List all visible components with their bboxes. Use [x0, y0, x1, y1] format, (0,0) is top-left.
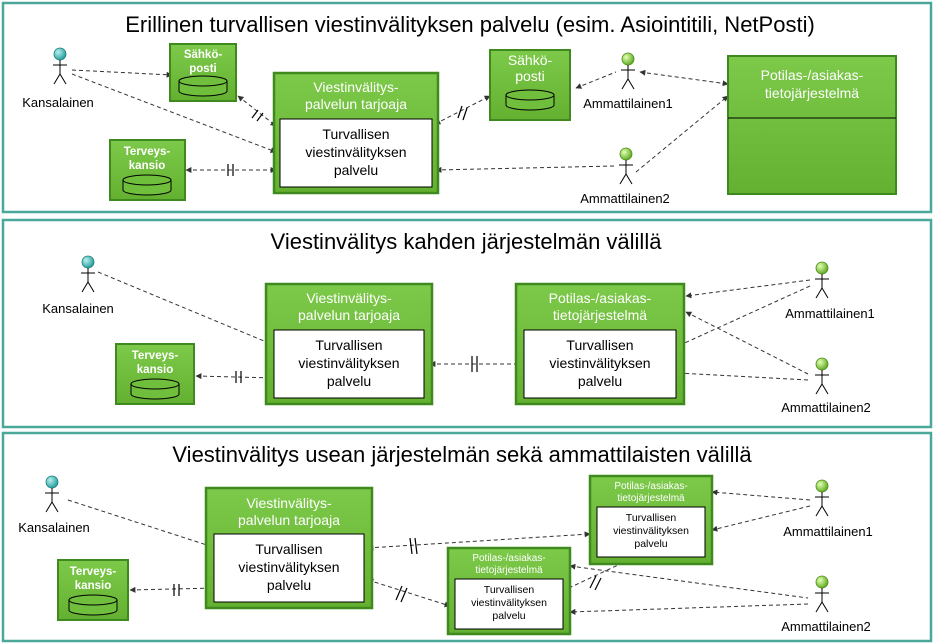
patient-system-a-inner-line2: viestinvälityksen	[613, 525, 689, 537]
patient-system-a-title-line1: Potilas-/asiakas-	[614, 481, 687, 492]
email-store-left-line1: Sähkö-	[184, 49, 223, 61]
health-folder-line1: Terveys-	[124, 146, 171, 158]
provider-inner-line2: viestinvälityksen	[238, 559, 339, 575]
patient-system-b: Potilas-/asiakas- tietojärjestelmä Turva…	[446, 546, 572, 636]
patient-system-title-line2: tietojärjestelmä	[765, 85, 859, 101]
provider-title-line2: palvelun tarjoaja	[238, 512, 340, 528]
provider-inner-line1: Turvallisen	[255, 541, 322, 557]
citizen-label: Kansalainen	[18, 520, 90, 535]
patient-system-b-title-line2: tietojärjestelmä	[475, 565, 543, 576]
panel-2: Viestinvälitys kahden järjestelmän välil…	[1, 218, 933, 429]
professional2-label: Ammattilainen2	[781, 619, 871, 634]
health-folder-line2: kansio	[129, 160, 165, 172]
citizen-actor: Kansalainen	[18, 475, 90, 535]
patient-system: Potilas-/asiakas- tietojärjestelmä	[727, 55, 897, 195]
email-store-left-line2: posti	[189, 63, 216, 75]
professional2-actor: Ammattilainen2	[580, 147, 670, 206]
health-folder-store: Terveys- kansio	[57, 559, 129, 621]
provider-inner-line2: viestinvälityksen	[305, 144, 406, 160]
health-folder-store: Terveys- kansio	[109, 139, 186, 201]
professional1-actor: Ammattilainen1	[583, 52, 673, 111]
health-folder-store: Terveys- kansio	[115, 343, 195, 405]
provider-inner-line3: palvelu	[267, 577, 311, 593]
professional2-actor: Ammattilainen2	[781, 357, 871, 415]
provider-inner-line3: palvelu	[334, 162, 378, 178]
panel-3: Viestinvälitys usean järjestelmän sekä a…	[1, 431, 933, 643]
provider-box: Viestinvälitys- palvelun tarjoaja Turval…	[264, 282, 434, 406]
email-store-right-line1: Sähkö-	[508, 52, 553, 68]
patient-system-b-inner-line3: palvelu	[492, 610, 525, 622]
provider-title-line1: Viestinvälitys-	[246, 495, 332, 511]
provider-box: Viestinvälitys- palvelun tarjoaja Turval…	[272, 71, 440, 195]
professional1-actor: Ammattilainen1	[785, 261, 875, 321]
database-icon	[178, 75, 228, 97]
patient-system-title-line1: Potilas-/asiakas-	[761, 67, 864, 83]
citizen-actor: Kansalainen	[22, 47, 94, 110]
professional1-label: Ammattilainen1	[783, 524, 873, 539]
patient-system-b-inner-line2: viestinvälityksen	[471, 597, 547, 609]
patient-system-inner-line3: palvelu	[578, 373, 622, 389]
patient-system-a-inner-line1: Turvallisen	[626, 512, 677, 524]
provider-box: Viestinvälitys- palvelun tarjoaja Turval…	[204, 486, 374, 610]
patient-system-title-line1: Potilas-/asiakas-	[549, 290, 652, 306]
professional2-label: Ammattilainen2	[781, 400, 871, 415]
email-store-right-line2: posti	[515, 68, 545, 84]
database-icon	[122, 174, 172, 196]
provider-inner-line1: Turvallisen	[322, 126, 389, 142]
panel-3-title: Viestinvälitys usean järjestelmän sekä a…	[172, 442, 752, 467]
health-folder-line2: kansio	[137, 364, 173, 376]
professional1-label: Ammattilainen1	[785, 306, 875, 321]
email-store-right: Sähkö- posti	[489, 49, 571, 121]
provider-inner-line1: Turvallisen	[315, 337, 382, 353]
provider-title-line2: palvelun tarjoaja	[305, 96, 407, 112]
provider-title-line1: Viestinvälitys-	[313, 79, 399, 95]
panel-2-title: Viestinvälitys kahden järjestelmän välil…	[271, 229, 663, 254]
health-folder-line1: Terveys-	[132, 350, 179, 362]
panel-2-connectors	[97, 271, 811, 383]
database-icon	[130, 378, 180, 400]
citizen-label: Kansalainen	[22, 95, 94, 110]
professional2-actor: Ammattilainen2	[781, 575, 871, 634]
panel-1-connectors	[71, 69, 729, 176]
provider-title-line1: Viestinvälitys-	[306, 290, 392, 306]
professional1-label: Ammattilainen1	[583, 96, 673, 111]
patient-system-b-title-line1: Potilas-/asiakas-	[472, 553, 545, 564]
professional2-label: Ammattilainen2	[580, 191, 670, 206]
panel-1: Erillinen turvallisen viestinvälityksen …	[1, 1, 933, 214]
citizen-actor: Kansalainen	[42, 255, 114, 316]
email-store-left: Sähkö- posti	[169, 43, 237, 102]
patient-system-b-inner-line1: Turvallisen	[484, 584, 535, 596]
provider-title-line2: palvelun tarjoaja	[298, 307, 400, 323]
citizen-label: Kansalainen	[42, 301, 114, 316]
patient-system-title-line2: tietojärjestelmä	[553, 307, 647, 323]
professional1-actor: Ammattilainen1	[783, 479, 873, 539]
patient-system: Potilas-/asiakas- tietojärjestelmä Turva…	[514, 282, 686, 406]
database-icon	[68, 594, 118, 616]
patient-system-a: Potilas-/asiakas- tietojärjestelmä Turva…	[588, 474, 714, 566]
patient-system-inner-line2: viestinvälityksen	[549, 355, 650, 371]
patient-system-inner-line1: Turvallisen	[566, 337, 633, 353]
patient-system-a-title-line2: tietojärjestelmä	[617, 493, 685, 504]
patient-system-a-inner-line3: palvelu	[634, 538, 667, 550]
provider-inner-line3: palvelu	[327, 373, 371, 389]
database-icon	[505, 89, 555, 111]
health-folder-line1: Terveys-	[70, 566, 117, 578]
panel-1-title: Erillinen turvallisen viestinvälityksen …	[125, 12, 815, 37]
provider-inner-line2: viestinvälityksen	[298, 355, 399, 371]
health-folder-line2: kansio	[75, 580, 111, 592]
